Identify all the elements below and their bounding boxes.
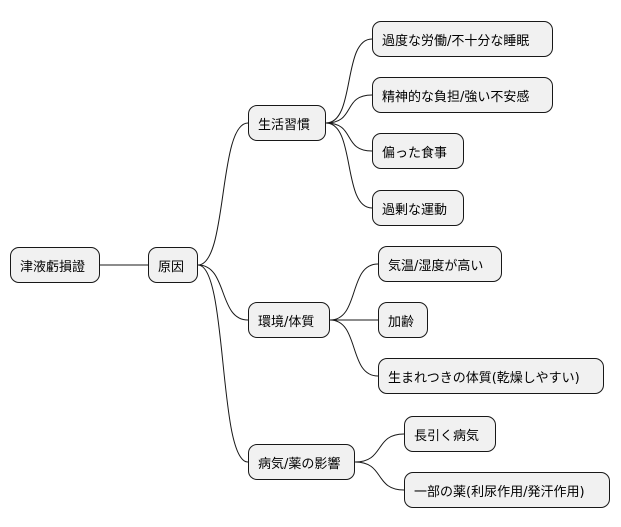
leaf-node-heat-humidity: 気温/湿度が高い <box>378 246 502 282</box>
connector-illness-1 <box>354 433 405 463</box>
connector-illness-2 <box>354 461 405 491</box>
leaf-node-mental-stress: 精神的な負担/強い不安感 <box>372 77 553 113</box>
connector-cause-environment <box>197 264 249 321</box>
leaf-node-aging: 加齢 <box>378 302 428 338</box>
connector-lifestyle-3 <box>325 122 373 152</box>
category-node-lifestyle: 生活習慣 <box>248 105 326 141</box>
root-node: 津液虧損證 <box>10 247 100 283</box>
leaf-node-chronic-illness: 長引く病気 <box>404 416 496 452</box>
connector-lifestyle-2 <box>325 94 373 124</box>
leaf-node-excess-exercise: 過剰な運動 <box>372 190 464 226</box>
connector-environment-3 <box>329 319 379 377</box>
leaf-node-constitution: 生まれつきの体質(乾燥しやすい) <box>378 358 604 394</box>
category-node-illness: 病気/薬の影響 <box>248 444 355 480</box>
leaf-node-medication: 一部の薬(利尿作用/発汗作用) <box>404 472 610 508</box>
leaf-node-unbalanced-diet: 偏った食事 <box>372 133 464 169</box>
connector-lifestyle-4 <box>325 122 373 209</box>
connector-lifestyle-1 <box>325 38 373 124</box>
connector-environment-1 <box>329 263 379 321</box>
connector-cause-lifestyle <box>197 122 249 266</box>
connector-cause-illness <box>197 264 249 463</box>
category-node-environment: 環境/体質 <box>248 302 330 338</box>
leaf-node-overwork: 過度な労働/不十分な睡眠 <box>372 21 553 57</box>
cause-node: 原因 <box>148 247 198 283</box>
